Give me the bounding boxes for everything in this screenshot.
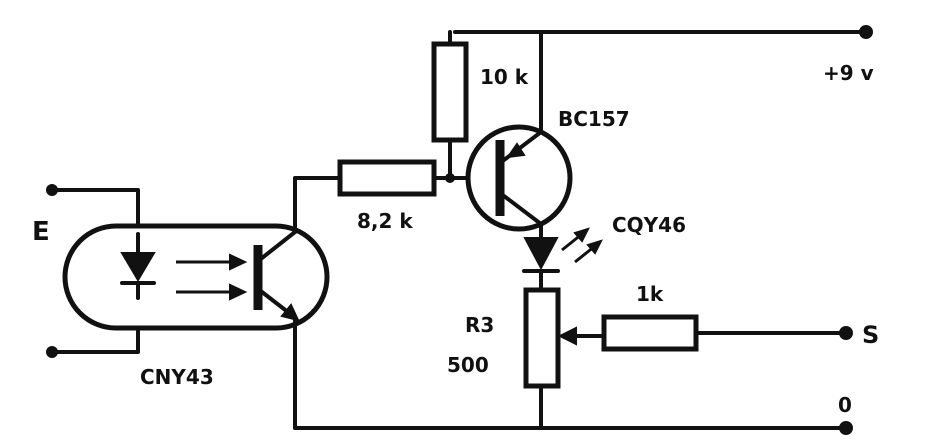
junction-base: [445, 173, 455, 183]
light-arrow-2-head: [229, 283, 248, 301]
led-cqy46: [522, 227, 603, 273]
transistor-bc157: [465, 124, 573, 232]
opto-led-triangle: [120, 252, 156, 282]
transistor-emitter-arrow: [505, 142, 526, 159]
output-resistor-label: 1k: [636, 282, 664, 306]
ground-label: 0: [838, 393, 852, 417]
transistor-collector-lead: [502, 194, 543, 226]
pullup-resistor-label: 10 k: [480, 65, 529, 89]
potentiometer-r3: [523, 287, 561, 389]
resistor-1k: [601, 314, 699, 352]
pot-value-label: 500: [447, 353, 489, 377]
pot-name-label: R3: [465, 313, 494, 337]
input-terminal-top[interactable]: [46, 184, 58, 196]
supply-terminal[interactable]: [859, 25, 873, 39]
light-arrow-1-head: [229, 253, 248, 271]
phototransistor-emitter-arrow: [280, 303, 300, 322]
led-triangle: [523, 237, 559, 271]
output-label: S: [862, 321, 879, 349]
resistor-8k2: [337, 159, 437, 197]
transistor-body: [465, 124, 573, 232]
led-emission-2-head: [586, 239, 603, 255]
input-terminal-bottom[interactable]: [46, 346, 58, 358]
resistor-10k: [431, 41, 469, 143]
base-resistor-label: 8,2 k: [357, 209, 413, 233]
input-label: E: [32, 217, 50, 247]
ground-terminal[interactable]: [839, 421, 853, 435]
input-wire-top: [53, 188, 140, 238]
led-label: CQY46: [612, 213, 686, 237]
transistor-label: BC157: [558, 107, 630, 131]
optocoupler-label: CNY43: [140, 365, 214, 389]
phototransistor-collector: [260, 230, 297, 260]
output-terminal[interactable]: [839, 326, 853, 340]
supply-label: +9 v: [823, 61, 874, 85]
led-emission-1-head: [573, 227, 590, 243]
pot-wiper-arrow[interactable]: [557, 326, 577, 346]
optocoupler: [62, 223, 330, 331]
collector-wire: [293, 176, 342, 234]
